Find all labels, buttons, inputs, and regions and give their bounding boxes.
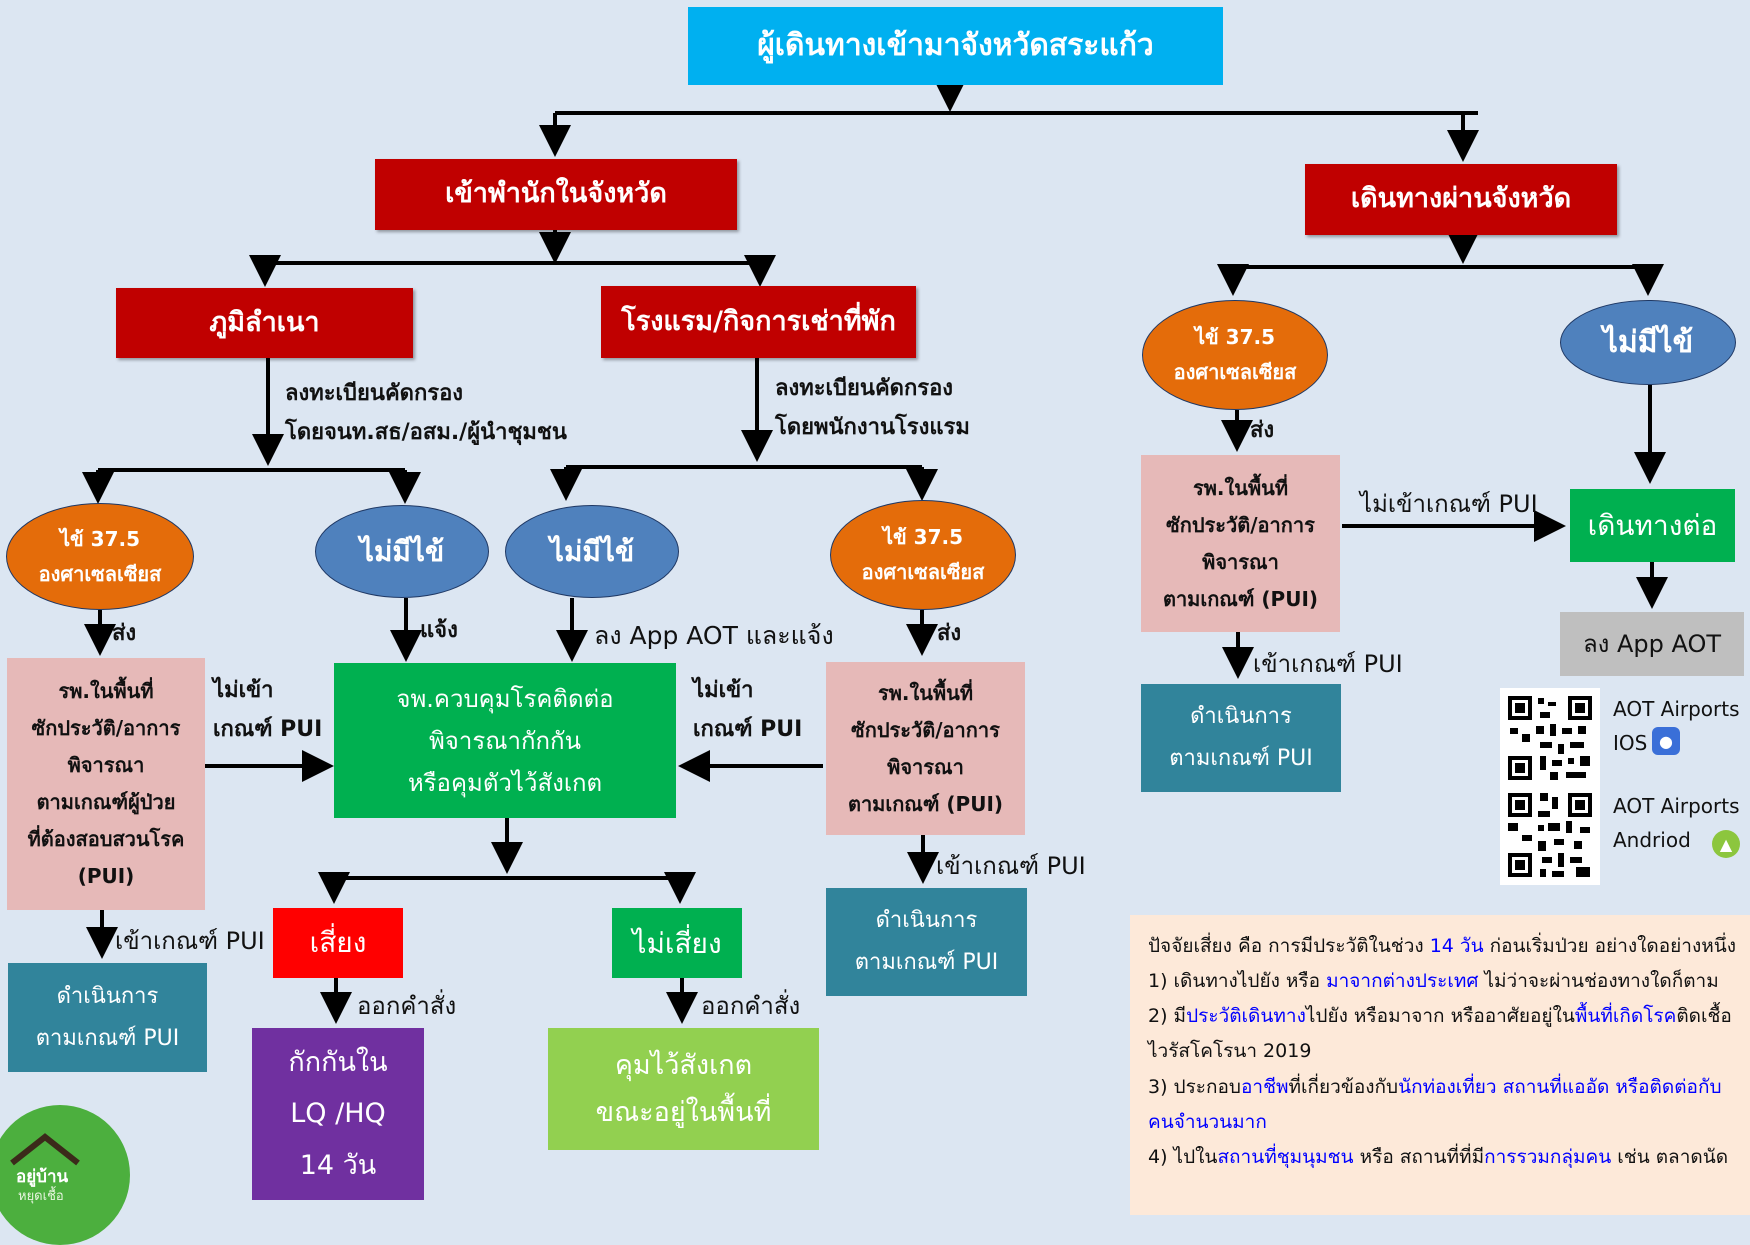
- aot-ios-label: AOT Airports IOS: [1613, 697, 1740, 755]
- fever-ellipse-hometown: ไข้ 37.5 องศาเซลเซียส: [6, 503, 194, 610]
- hotel-box: โรงแรม/กิจการเช่าที่พัก: [601, 286, 916, 358]
- info-line-4: ไวรัสโคโรนา 2019: [1148, 1040, 1312, 1063]
- qr-code-android[interactable]: [1500, 785, 1600, 885]
- fever-ellipse-transit: ไข้ 37.5 องศาเซลเซียส: [1142, 300, 1328, 410]
- logo-line-1: อยู่บ้าน: [16, 1167, 69, 1187]
- info-line-5: 3) ประกอบอาชีพที่เกี่ยวข้องกับนักท่องเที…: [1148, 1075, 1722, 1098]
- app-notify-label: ลง App AOT และแจ้ง: [594, 621, 834, 650]
- meet-pui-label-right: เข้าเกณฑ์ PUI: [936, 852, 1086, 880]
- hometown-box: ภูมิลำเนา: [116, 288, 413, 358]
- connector-lines: [82, 80, 1668, 1024]
- register-hotel-label: ลงทะเบียนคัดกรอง โดยพนักงานโรงแรม: [775, 376, 970, 440]
- send-label-transit: ส่ง: [1250, 418, 1275, 443]
- notify-label: แจ้ง: [420, 618, 458, 643]
- hospital-left-box: รพ.ในพื้นที่ ซักประวัติ/อาการ พิจารณา ตา…: [7, 658, 205, 910]
- not-meet-transit-label: ไม่เข้าเกณฑ์ PUI: [1360, 490, 1538, 518]
- info-line-7: 4) ไปในสถานที่ชุมนุมชน หรือ สถานที่ที่มี…: [1148, 1145, 1729, 1168]
- info-line-2: 1) เดินทางไปยัง หรือ มาจากต่างประเทศ ไม่…: [1148, 970, 1719, 993]
- info-line-3: 2) มีประวัติเดินทางไปยัง หรือมาจาก หรืออ…: [1148, 1005, 1732, 1028]
- send-label-left: ส่ง: [112, 621, 137, 646]
- transit-province-box: เดินทางผ่านจังหวัด: [1305, 164, 1617, 235]
- no-fever-ellipse-hometown: ไม่มีไข้: [315, 505, 489, 598]
- hospital-transit-box: รพ.ในพื้นที่ ซักประวัติ/อาการ พิจารณา ตา…: [1141, 455, 1340, 632]
- no-fever-ellipse-transit: ไม่มีไข้: [1560, 300, 1736, 385]
- meet-pui-label-left: เข้าเกณฑ์ PUI: [115, 927, 265, 955]
- proceed-pui-middle: ดำเนินการ ตามเกณฑ์ PUI: [826, 888, 1027, 996]
- risk-box: เสี่ยง: [273, 908, 403, 978]
- stay-in-province-box: เข้าพำนักในจังหวัด: [375, 159, 737, 230]
- send-label-right: ส่ง: [937, 621, 962, 646]
- fever-ellipse-hotel: ไข้ 37.5 องศาเซลเซียส: [830, 500, 1016, 610]
- order-label-no-risk: ออกคำสั่ง: [701, 992, 801, 1020]
- disease-control-box: จพ.ควบคุมโรคติดต่อ พิจารณากักกัน หรือคุม…: [334, 663, 676, 818]
- house-icon: [10, 1133, 80, 1166]
- register-hometown-label: ลงทะเบียนคัดกรอง โดยจนท.สธ/อสม./ผู้นำชุม…: [285, 381, 567, 445]
- stay-home-logo: อยู่บ้าน หยุดเชื้อ: [0, 1105, 130, 1245]
- proceed-pui-left: ดำเนินการ ตามเกณฑ์ PUI: [8, 963, 207, 1072]
- flow-title: ผู้เดินทางเข้ามาจังหวัดสระแก้ว: [688, 7, 1223, 85]
- observe-box: คุมไว้สังเกต ขณะอยู่ในพื้นที่: [548, 1028, 819, 1150]
- app-aot-box: ลง App AOT: [1560, 612, 1744, 676]
- hospital-right-box: รพ.ในพื้นที่ ซักประวัติ/อาการ พิจารณา ตา…: [826, 662, 1025, 835]
- quarantine-box: กักกันใน LQ /HQ 14 วัน: [252, 1028, 424, 1200]
- not-meet-right-label: ไม่เข้า เกณฑ์ PUI: [693, 678, 803, 742]
- proceed-pui-transit: ดำเนินการ ตามเกณฑ์ PUI: [1141, 684, 1341, 792]
- aot-android-label: AOT Airports Andriod: [1613, 794, 1740, 852]
- info-line-1: ปัจจัยเสี่ยง คือ การมีประวัติในช่วง 14 ว…: [1148, 935, 1737, 957]
- no-risk-box: ไม่เสี่ยง: [612, 908, 742, 978]
- info-line-6: คนจำนวนมาก: [1148, 1110, 1267, 1133]
- not-meet-left-label: ไม่เข้า เกณฑ์ PUI: [213, 678, 323, 742]
- risk-factor-info-box: ปัจจัยเสี่ยง คือ การมีประวัติในช่วง 14 ว…: [1130, 915, 1750, 1215]
- apple-icon: ●: [1652, 727, 1680, 755]
- continue-travel-box: เดินทางต่อ: [1570, 489, 1735, 562]
- meet-pui-label-transit: เข้าเกณฑ์ PUI: [1253, 650, 1403, 678]
- android-icon: ▲: [1712, 830, 1740, 858]
- no-fever-ellipse-hotel: ไม่มีไข้: [505, 505, 679, 598]
- order-label-risk: ออกคำสั่ง: [357, 992, 457, 1020]
- qr-code-ios[interactable]: [1500, 688, 1600, 788]
- logo-line-2: หยุดเชื้อ: [18, 1189, 64, 1204]
